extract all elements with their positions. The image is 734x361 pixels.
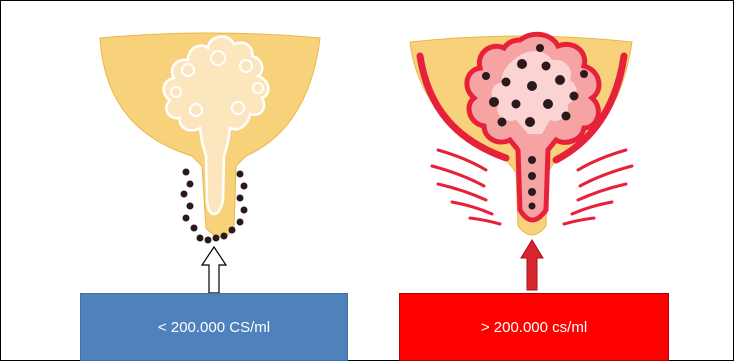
healthy-flow-arrow xyxy=(202,247,226,293)
healthy-udder-quarter xyxy=(100,33,320,293)
inflamed-udder-quarter xyxy=(410,34,632,290)
low-cell-count-label: < 200.000 CS/ml xyxy=(80,293,348,361)
high-cell-count-label: > 200.000 cs/ml xyxy=(399,293,669,361)
inflamed-flow-arrow xyxy=(521,240,543,290)
